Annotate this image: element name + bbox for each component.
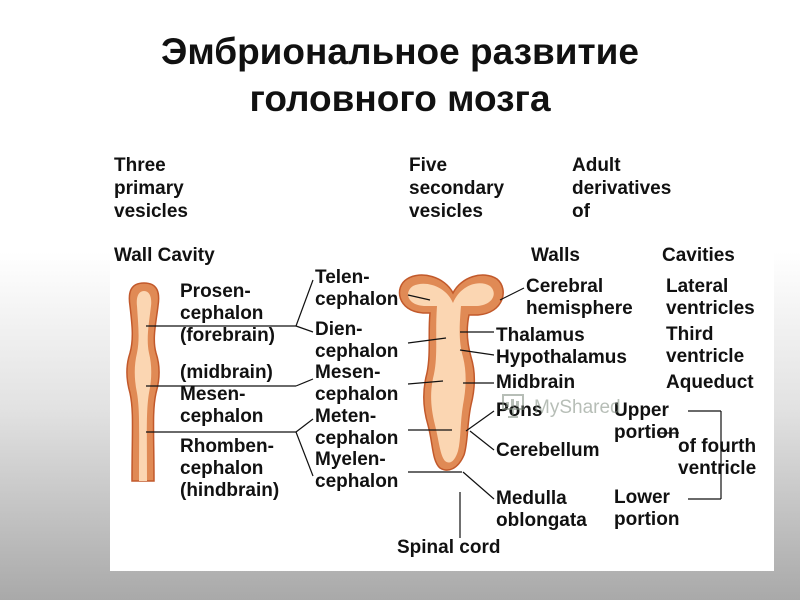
header-adult-derivatives: Adult derivatives of	[572, 155, 672, 222]
label-myelencephalon: Myelen- cephalon	[315, 449, 399, 492]
label-aqueduct: Aqueduct	[666, 372, 754, 393]
label-cerebellum: Cerebellum	[496, 440, 600, 461]
label-spinal-cord: Spinal cord	[397, 537, 501, 558]
diagram-drawing	[126, 274, 722, 538]
label-fourth-ventricle: of fourth ventricle	[678, 436, 757, 479]
label-diencephalon: Dien- cephalon	[315, 319, 399, 362]
header-secondary-vesicles: Five secondary vesicles	[409, 155, 505, 222]
watermark-text: MyShared	[534, 397, 621, 418]
label-metencephalon: Meten- cephalon	[315, 406, 399, 449]
label-lower-portion: Lower portion	[614, 487, 680, 530]
label-mesencephalon-secondary: Mesen- cephalon	[315, 362, 399, 405]
presentation-board-icon	[500, 393, 528, 424]
primary-tube-cavity	[134, 291, 152, 481]
label-prosencephalon: Prosen- cephalon (forebrain)	[180, 281, 275, 346]
label-hypothalamus: Hypothalamus	[496, 347, 627, 368]
slide-title: Эмбриональное развитие головного мозга	[0, 28, 800, 122]
watermark: MyShared	[500, 393, 621, 423]
label-rhombencephalon: Rhomben- cephalon (hindbrain)	[180, 436, 280, 501]
title-line-1: Эмбриональное развитие	[161, 31, 639, 72]
secondary-tube-cavity	[408, 283, 494, 463]
label-medulla-oblongata: Medulla oblongata	[496, 488, 587, 531]
label-telencephalon: Telen- cephalon	[315, 267, 399, 310]
label-upper-portion: Upper portion	[614, 400, 680, 443]
brain-development-figure: Three primary vesicles Five secondary ve…	[110, 143, 774, 571]
title-line-2: головного мозга	[249, 78, 551, 119]
header-primary-vesicles: Three primary vesicles	[114, 155, 188, 222]
label-lateral-ventricles: Lateral ventricles	[666, 276, 755, 319]
label-third-ventricle: Third ventricle	[666, 324, 745, 367]
header-cavities: Cavities	[662, 245, 735, 266]
label-mesencephalon-primary: (midbrain) Mesen- cephalon	[180, 362, 273, 427]
label-midbrain: Midbrain	[496, 372, 576, 393]
label-cerebral-hemisphere: Cerebral hemisphere	[526, 276, 633, 319]
label-thalamus: Thalamus	[496, 325, 585, 346]
header-walls: Walls	[531, 245, 580, 266]
header-wall-cavity: Wall Cavity	[114, 245, 215, 266]
